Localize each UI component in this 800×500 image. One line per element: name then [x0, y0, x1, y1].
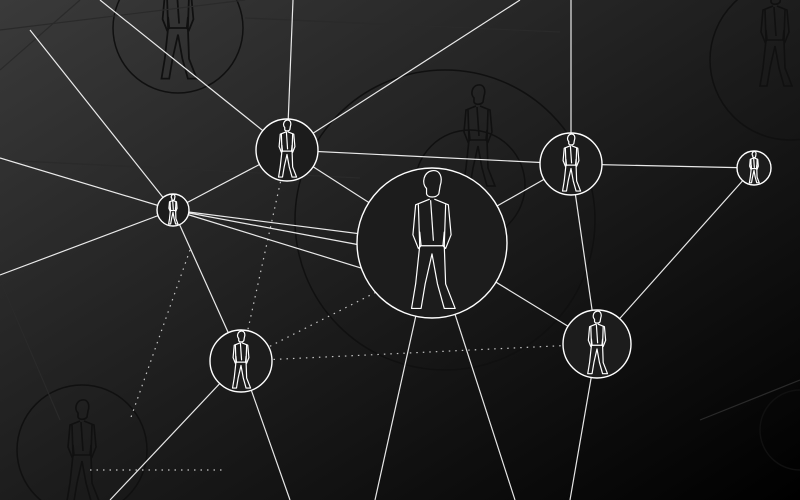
connection-line [286, 0, 521, 151]
node-circle [736, 150, 772, 186]
dotted-connections [90, 174, 598, 471]
connection-line [99, 0, 288, 151]
node-circle [356, 167, 508, 319]
ghost-ring [112, 0, 244, 94]
node-top [255, 118, 319, 182]
person-nodes [156, 118, 772, 393]
node-circle [209, 329, 273, 393]
faint-line [244, 17, 561, 33]
node-bottom-left [209, 329, 273, 393]
faint-line [0, 279, 61, 421]
node-circle [539, 132, 603, 196]
node-right-bottom [562, 309, 632, 379]
node-hub [356, 167, 508, 319]
connection-line [0, 157, 174, 211]
node-circle [255, 118, 319, 182]
faint-line [0, 0, 81, 71]
node-far-right [736, 150, 772, 186]
connection-line [172, 209, 361, 246]
connection-line [0, 209, 174, 276]
ghost-ring [759, 389, 800, 471]
connection-line [286, 149, 572, 165]
faint-line [699, 379, 800, 421]
faint-line [0, 0, 246, 31]
ghost-ring [16, 384, 148, 500]
node-right-top [539, 132, 603, 196]
node-circle [562, 309, 632, 379]
connection-line [109, 360, 242, 500]
connection-line [29, 29, 174, 211]
dotted-line [240, 343, 598, 362]
node-left [156, 193, 190, 227]
ghost-ring [709, 0, 800, 141]
connection-line [596, 167, 755, 345]
dotted-line [129, 249, 191, 421]
ghost-ring [294, 69, 596, 371]
